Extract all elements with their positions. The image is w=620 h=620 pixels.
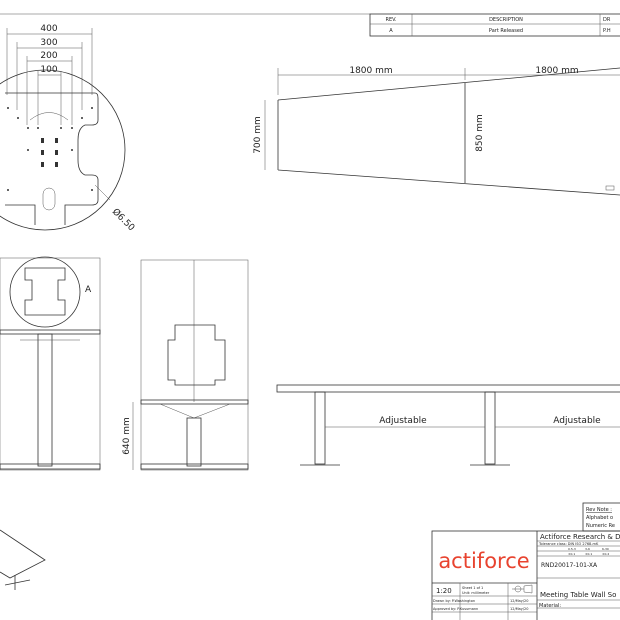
dim-length-right: 1800 mm <box>535 66 578 76</box>
rev-note: Rev Note : Alphabet o Numeric Re <box>582 502 620 532</box>
rev-note-title: Rev Note : <box>586 507 612 513</box>
accuracy-val-3: ±0.2 <box>602 552 609 556</box>
long-view: Adjustable Adjustable <box>276 384 620 466</box>
rev-note-line2: Numeric Re <box>586 523 615 529</box>
adjustable-left: Adjustable <box>379 416 427 426</box>
rev-note-line1: Alphabet o <box>586 515 613 521</box>
drawn-by: Drawn by: P.Washington <box>433 599 475 603</box>
title-block: actiforce Actiforce Research & D Toleran… <box>431 530 620 620</box>
front-view: A <box>0 256 101 471</box>
actiforce-logo: actiforce <box>438 549 529 573</box>
projection-symbol-icon <box>512 584 533 594</box>
dim-length-left: 1800 mm <box>349 66 392 76</box>
accuracy-val-1: ±0.1 <box>568 552 575 556</box>
tolerance: Tolerance class: DIN ISO 2768-mK <box>538 542 599 546</box>
drawing-title: Meeting Table Wall So <box>540 591 616 599</box>
description-header: DESCRIPTION <box>489 17 523 23</box>
approved-date: 12/May/20 <box>510 607 529 611</box>
top-view: 1800 mm 1800 mm 700 mm 850 mm <box>253 66 620 196</box>
approved-by: Approved by: P.Kusumann <box>433 607 478 611</box>
scale: 1:20 <box>436 587 452 595</box>
detail-a-view: 400 300 200 100 Ø6.50 <box>0 24 137 233</box>
hole-diameter: Ø6.50 <box>110 206 137 233</box>
sheet-number: Sheet 1 of 1 <box>462 586 483 590</box>
dim-400: 400 <box>40 24 57 34</box>
unit: Unit: millimeter <box>462 591 490 595</box>
accuracy-col-2: 3-6 <box>585 547 590 551</box>
dim-200: 200 <box>40 51 57 61</box>
accuracy-val-2: ±0.1 <box>585 552 592 556</box>
company-name: Actiforce Research & D <box>540 533 620 541</box>
adjustable-right: Adjustable <box>553 416 601 426</box>
material-label: Material: <box>539 603 561 609</box>
isometric-view <box>0 529 46 590</box>
rev-value: A <box>389 28 393 34</box>
drawn-header: DR <box>603 17 611 23</box>
dim-height: 640 mm <box>122 417 132 455</box>
accuracy-col-1: 0.5-3 <box>568 547 576 551</box>
dim-width-middle: 850 mm <box>475 114 485 152</box>
side-view: 640 mm <box>122 259 249 471</box>
dim-width-end: 700 mm <box>253 116 263 154</box>
accuracy-col-3: 6-30 <box>602 547 609 551</box>
detail-a-label: A <box>85 285 92 295</box>
rev-header: REV. <box>386 17 397 23</box>
description-value: Part Released <box>489 28 523 34</box>
revision-table: REV. DESCRIPTION DR A Part Released P.H <box>369 13 620 37</box>
dim-300: 300 <box>40 38 57 48</box>
part-number: RND20017-101-XA <box>541 562 598 569</box>
drawn-date: 12/May/20 <box>510 599 529 603</box>
drawn-value: P.H <box>603 28 611 34</box>
